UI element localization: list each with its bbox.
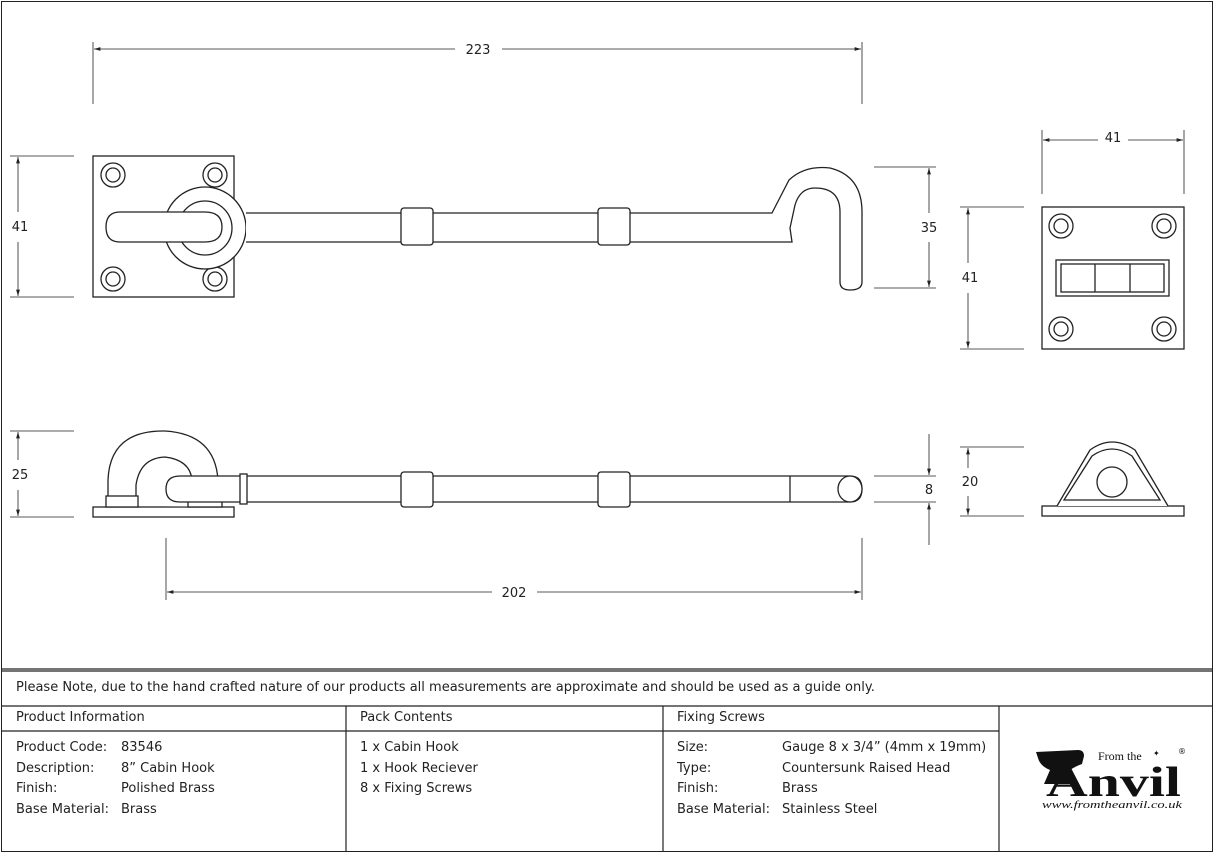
dimension-lines [10,42,1185,600]
dim-shaft-diameter: 8 [925,483,933,498]
finish-value: Polished Brass [121,781,215,796]
logo-brand: Anvil [1046,760,1181,806]
dim-receiver-side-height: 20 [962,475,979,490]
from-the-anvil-logo: From the ✦ ® Anvil www.fromtheanvil.co.u… [1036,747,1186,811]
description-value: 8” Cabin Hook [121,760,215,776]
screw-type-label: Type: [677,760,712,776]
dim-hook-height: 35 [921,221,938,236]
screw-size-label: Size: [677,740,709,755]
screw-finish-value: Brass [782,781,818,796]
hook-top-view [92,155,863,298]
screw-size-value: Gauge 8 x 3/4” (4mm x 19mm) [782,740,987,755]
dim-side-height: 25 [12,468,29,483]
pack-item: 1 x Hook Reciever [360,760,478,776]
screw-material-value: Stainless Steel [782,801,878,817]
fixing-screws-values: Gauge 8 x 3/4” (4mm x 19mm) Countersunk … [782,738,986,820]
pack-item: 8 x Fixing Screws [360,781,473,796]
pack-contents-list: 1 x Cabin Hook 1 x Hook Reciever 8 x Fix… [360,738,478,800]
screw-finish-label: Finish: [677,781,719,796]
logo-from-the: From the [1098,749,1142,763]
dim-receiver-width: 41 [1105,131,1122,146]
logo-registered: ® [1178,747,1186,756]
fixing-screws-labels: Size: Type: Finish: Base Material: [677,738,770,820]
dimension-labels: 223 41 35 41 41 25 8 20 202 [12,43,1122,601]
product-info-values: 83546 8” Cabin Hook Polished Brass Brass [121,738,215,820]
dim-plate-height: 41 [12,220,29,235]
finish-label: Finish: [16,781,58,796]
svg-text:✦: ✦ [1153,749,1160,758]
hook-side-view [92,430,863,518]
measurement-note: Please Note, due to the hand crafted nat… [16,680,875,695]
info-table-grid [2,668,1212,851]
description-label: Description: [16,760,95,776]
receiver-front-view [1041,206,1185,350]
dim-top-width: 223 [466,43,491,58]
product-code-label: Product Code: [16,740,108,755]
dim-receiver-height: 41 [962,271,979,286]
pack-contents-header: Pack Contents [360,710,453,725]
fixing-screws-header: Fixing Screws [677,710,765,725]
product-info-header: Product Information [16,710,145,725]
screw-material-label: Base Material: [677,801,770,817]
screw-holes [100,162,228,292]
dim-bottom-length: 202 [502,586,527,601]
pack-item: 1 x Cabin Hook [360,740,459,755]
base-material-label: Base Material: [16,801,109,817]
screw-type-value: Countersunk Raised Head [782,760,951,776]
product-info-labels: Product Code: Description: Finish: Base … [16,738,109,820]
logo-url: www.fromtheanvil.co.uk [1042,800,1182,811]
base-material-value: Brass [121,801,157,817]
anvil-icon [1036,750,1084,784]
product-code-value: 83546 [121,740,163,755]
receiver-side-view [1041,441,1185,517]
